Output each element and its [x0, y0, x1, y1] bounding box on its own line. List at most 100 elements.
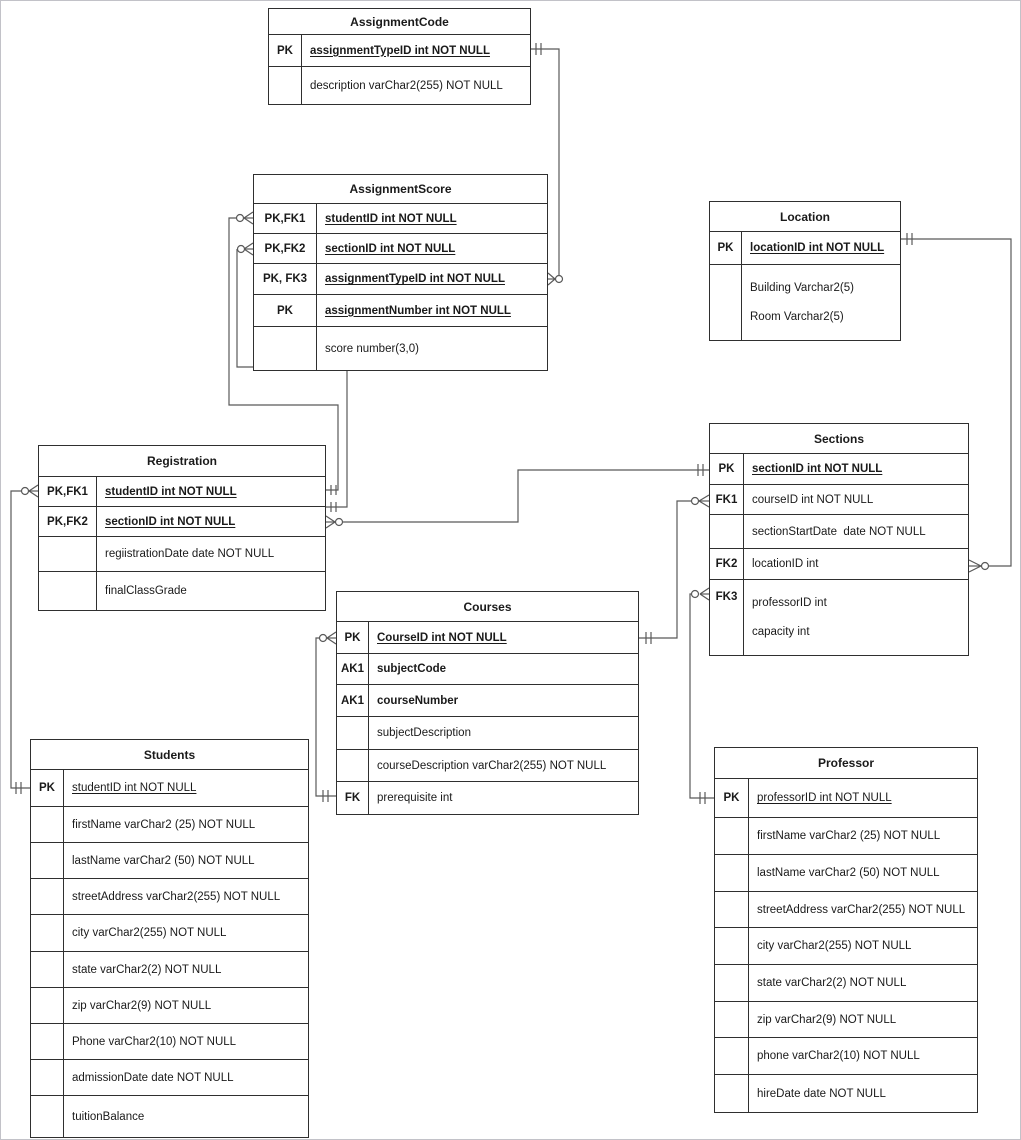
attribute-row: FK2 locationID int [710, 549, 968, 580]
attribute-row: FK prerequisite int [337, 782, 638, 814]
attribute-text: Room Varchar2(5) [750, 311, 844, 323]
attribute-row: PK,FK1 studentID int NOT NULL [254, 204, 547, 234]
key-label [31, 915, 64, 951]
attribute-row: hireDate date NOT NULL [715, 1075, 977, 1112]
attribute-text: assignmentTypeID int NOT NULL [310, 44, 490, 57]
key-label: PK [337, 622, 369, 653]
attribute-text: regiistrationDate date NOT NULL [105, 548, 275, 560]
attribute-row: PK CourseID int NOT NULL [337, 622, 638, 654]
attribute-row: city varChar2(255) NOT NULL [31, 915, 308, 952]
attribute-text: tuitionBalance [72, 1110, 145, 1123]
attribute-row: Building Varchar2(5) Room Varchar2(5) [710, 265, 900, 340]
attribute-text: hireDate date NOT NULL [757, 1087, 886, 1100]
attribute-text: studentID int NOT NULL [325, 212, 457, 225]
attribute-row: regiistrationDate date NOT NULL [39, 537, 325, 572]
key-label [31, 952, 64, 987]
attribute-text: description varChar2(255) NOT NULL [310, 79, 503, 92]
attribute-text: zip varChar2(9) NOT NULL [72, 999, 212, 1012]
attribute-row: phone varChar2(10) NOT NULL [715, 1038, 977, 1075]
key-label [31, 1060, 64, 1095]
entity-title: AssignmentScore [254, 175, 547, 204]
key-label [31, 843, 64, 878]
rel-registration-sections [325, 464, 709, 529]
attribute-row: PK,FK2 sectionID int NOT NULL [39, 507, 325, 537]
key-label: FK1 [710, 485, 744, 514]
attribute-text: state varChar2(2) NOT NULL [72, 963, 222, 976]
key-label: PK [31, 770, 64, 806]
key-label: FK3 [710, 580, 744, 655]
attribute-text: locationID int NOT NULL [750, 242, 885, 254]
key-label [715, 1002, 749, 1037]
entity-assignment-code: AssignmentCode PK assignmentTypeID int N… [268, 8, 531, 105]
attribute-text: assignmentTypeID int NOT NULL [325, 273, 505, 285]
attribute-text: CourseID int NOT NULL [377, 631, 507, 644]
key-label [715, 965, 749, 1001]
key-label [337, 750, 369, 781]
rel-assignmentscore-registration-studentid [228, 211, 339, 495]
attribute-row: FK1 courseID int NOT NULL [710, 485, 968, 515]
attribute-text-group: professorID int capacity int [744, 580, 968, 655]
attribute-row: zip varChar2(9) NOT NULL [715, 1002, 977, 1038]
attribute-text: prerequisite int [377, 792, 453, 804]
key-label [31, 1024, 64, 1059]
key-label [39, 537, 97, 571]
attribute-text: city varChar2(255) NOT NULL [72, 927, 227, 939]
key-label: PK,FK1 [39, 477, 97, 506]
attribute-text: score number(3,0) [325, 342, 419, 355]
entity-courses: Courses PK CourseID int NOT NULL AK1 sub… [336, 591, 639, 815]
key-label [269, 67, 302, 104]
entity-title: Courses [337, 592, 638, 622]
attribute-text: finalClassGrade [105, 585, 187, 597]
attribute-row: firstName varChar2 (25) NOT NULL [31, 807, 308, 843]
attribute-row: PK studentID int NOT NULL [31, 770, 308, 807]
attribute-text: sectionID int NOT NULL [325, 242, 456, 255]
key-label [39, 572, 97, 610]
attribute-row: PK assignmentTypeID int NOT NULL [269, 35, 530, 67]
attribute-text: courseDescription varChar2(255) NOT NULL [377, 759, 607, 772]
attribute-text: city varChar2(255) NOT NULL [757, 940, 912, 952]
key-label [31, 879, 64, 914]
attribute-row: city varChar2(255) NOT NULL [715, 928, 977, 965]
attribute-row: state varChar2(2) NOT NULL [31, 952, 308, 988]
key-label [31, 988, 64, 1023]
key-label: PK [269, 35, 302, 66]
attribute-row: PK professorID int NOT NULL [715, 779, 977, 818]
attribute-text: lastName varChar2 (50) NOT NULL [72, 854, 255, 867]
rel-registration-students [10, 484, 39, 794]
entity-title: Location [710, 202, 900, 232]
attribute-row: courseDescription varChar2(255) NOT NULL [337, 750, 638, 782]
attribute-text: state varChar2(2) NOT NULL [757, 977, 907, 989]
attribute-text: locationID int [752, 558, 819, 570]
attribute-row: lastName varChar2 (50) NOT NULL [715, 855, 977, 892]
entity-title: Registration [39, 446, 325, 477]
attribute-row: zip varChar2(9) NOT NULL [31, 988, 308, 1024]
attribute-row: PK locationID int NOT NULL [710, 232, 900, 265]
rel-assignmentcode-assignmentscore [531, 43, 564, 286]
key-label: PK, FK3 [254, 264, 317, 294]
key-label: PK [710, 232, 742, 264]
key-label: FK [337, 782, 369, 814]
rel-sections-professor [689, 587, 714, 804]
key-label [715, 928, 749, 964]
key-label [31, 1096, 64, 1137]
attribute-row: PK, FK3 assignmentTypeID int NOT NULL [254, 264, 547, 295]
key-label [254, 327, 317, 370]
attribute-text: subjectDescription [377, 727, 471, 739]
attribute-row: FK3 professorID int capacity int [710, 580, 968, 655]
entity-registration: Registration PK,FK1 studentID int NOT NU… [38, 445, 326, 611]
attribute-row: Phone varChar2(10) NOT NULL [31, 1024, 308, 1060]
attribute-text: phone varChar2(10) NOT NULL [757, 1050, 920, 1062]
entity-location: Location PK locationID int NOT NULL Buil… [709, 201, 901, 341]
entity-sections: Sections PK sectionID int NOT NULL FK1 c… [709, 423, 969, 656]
key-label: AK1 [337, 685, 369, 716]
attribute-row: tuitionBalance [31, 1096, 308, 1137]
attribute-row: state varChar2(2) NOT NULL [715, 965, 977, 1002]
key-label [710, 265, 742, 340]
key-label [715, 818, 749, 854]
attribute-row: PK assignmentNumber int NOT NULL [254, 295, 547, 327]
attribute-text: capacity int [752, 626, 810, 638]
attribute-text: firstName varChar2 (25) NOT NULL [72, 818, 256, 831]
entity-title: AssignmentCode [269, 9, 530, 35]
attribute-text: admissionDate date NOT NULL [72, 1071, 234, 1084]
